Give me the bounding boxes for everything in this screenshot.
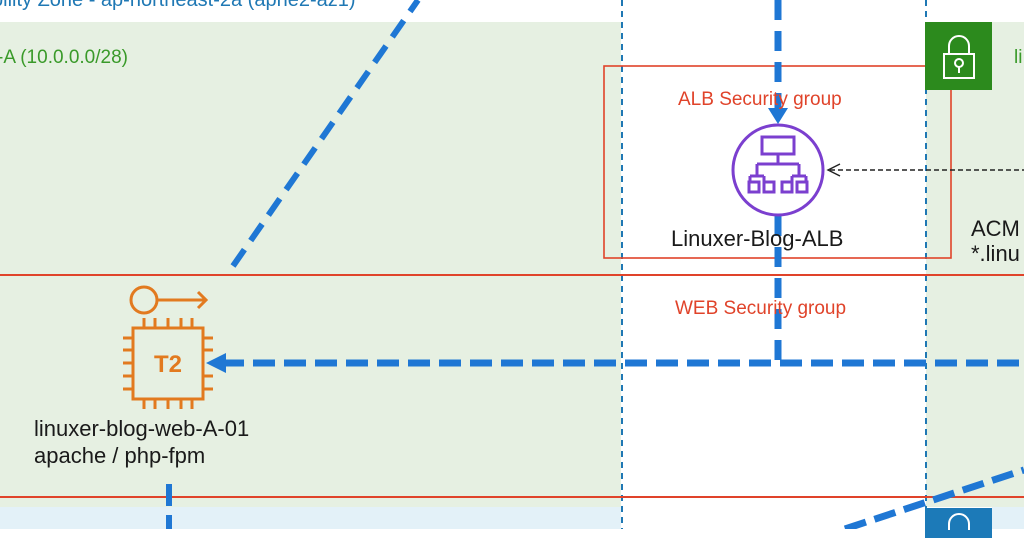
ec2-label: linuxer-blog-web-A-01 apache / php-fpm [34,415,249,469]
private-subnet-area-right [992,507,1024,529]
alb-name-label: Linuxer-Blog-ALB [671,226,844,251]
arrowhead-to-alb [768,108,788,124]
ec2-instance-name: linuxer-blog-web-A-01 [34,416,250,441]
flow-line-diagonal-top [230,0,421,268]
arrowhead-to-ec2 [206,353,226,373]
ec2-type-label: T2 [154,351,182,378]
availability-zone-label: bility Zone - ap-northeast-2a (apne2-az1… [0,0,356,11]
ec2-t2-instance-icon[interactable] [123,285,213,409]
application-load-balancer-icon[interactable] [731,123,825,217]
public-subnet-area [0,22,621,507]
flow-line-diagonal-bottom [843,466,1024,529]
alb-security-group-label: ALB Security group [678,89,842,110]
subnet-label: -A (10.0.0.0/28) [0,47,128,68]
acm-title: ACM [971,216,1020,241]
web-security-group-label: WEB Security group [675,298,847,319]
public-subnet-badge [925,22,992,90]
diagram-canvas: T2 [0,0,1024,529]
ec2-software: apache / php-fpm [34,443,206,468]
private-subnet-area [0,507,621,529]
public-subnet-area-right [926,22,1024,507]
lock-icon [948,513,970,530]
acm-label: ACM *.linu [971,216,1020,266]
acm-link-arrowhead [826,163,841,177]
lock-icon [943,35,975,79]
private-subnet-badge [925,508,992,538]
subnet-label-right: li [1014,47,1023,68]
acm-domain: *.linu [971,241,1020,266]
